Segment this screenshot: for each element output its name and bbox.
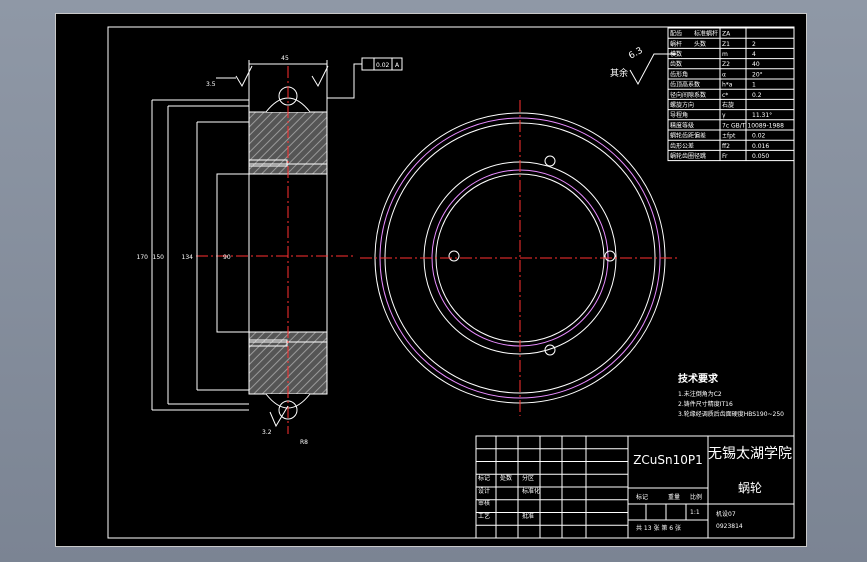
param-label: 精度等级: [670, 121, 694, 129]
tb-role: 标准化: [522, 487, 540, 495]
param-label: 径向间隙系数: [670, 91, 706, 99]
param-extra: 1: [752, 82, 756, 89]
param-extra: 4: [752, 51, 756, 58]
dim-big-d: 170: [137, 254, 149, 261]
param-label: 蜗杆: [670, 40, 682, 48]
param-label: 配齿: [670, 30, 682, 38]
param-sym: 头数: [694, 40, 706, 48]
drawing-frame: 45 3.5 0.02 A 170 150 134 90 3.2 R8 其余 6…: [55, 13, 807, 547]
param-label: 蜗轮齿距偏差: [670, 132, 706, 140]
material-label: ZCuSn10P1: [633, 453, 703, 467]
param-label: 导程角: [670, 111, 688, 119]
dim-bottom-tol: 3.2: [262, 429, 272, 436]
dim-mid-d: 150: [153, 254, 165, 261]
param-extra: 11.31°: [752, 112, 772, 119]
param-extra: 2: [752, 41, 756, 48]
param-val: Fr: [722, 153, 728, 160]
rest-finish-value: 6.3: [627, 46, 644, 62]
parameter-table: 配齿 标准蜗杆 ZA 蜗杆 头数 Z1 2 模数 m 4 齿数 Z2 40 齿形角 α 20° 齿顶高系数 h*a…: [667, 27, 795, 162]
dim-datum: A: [395, 62, 400, 69]
param-extra: 0.016: [752, 143, 769, 150]
stage-label: 标记: [636, 493, 648, 501]
param-val: ff2: [722, 143, 730, 150]
param-extra: 0.2: [752, 92, 762, 99]
dim-left-tol: 3.5: [206, 81, 216, 88]
finish-symbol: [629, 53, 676, 86]
param-label: 齿形公差: [670, 142, 694, 150]
param-label: 蜗轮齿圈径跳: [670, 152, 706, 160]
param-val: h*a: [722, 82, 733, 89]
dim-bore-d: 90: [223, 254, 231, 261]
tech-req-title: 技术要求: [678, 372, 719, 385]
param-label: 齿数: [670, 60, 682, 68]
param-val: Z2: [722, 61, 730, 68]
param-label: 齿顶高系数: [670, 81, 700, 89]
student-number: 0923814: [716, 523, 743, 530]
param-val: ZA: [722, 31, 731, 38]
inner-border: [107, 26, 795, 539]
param-table-border: [667, 27, 795, 162]
param-val: γ: [722, 112, 726, 119]
param-val: Z1: [722, 41, 730, 48]
scale-label: 比例: [690, 493, 702, 501]
tech-req-item-1: 1.未注倒角为C2: [678, 390, 722, 398]
param-sym: 标准蜗杆: [694, 30, 718, 38]
dim-bottom-right: R8: [300, 439, 308, 446]
tb-role: 处数: [500, 474, 512, 482]
rest-finish-label: 其余: [610, 67, 628, 79]
param-extra: 0.02: [752, 133, 766, 140]
class-label: 机设07: [716, 510, 736, 518]
section-view: [151, 57, 403, 434]
dim-width-top: 45: [281, 55, 289, 62]
param-val: m: [722, 51, 728, 58]
param-label: 螺旋方向: [670, 101, 694, 109]
school-name: 无锡太湖学院: [708, 446, 792, 462]
tech-req-item-2: 2.铸件尺寸精度IT16: [678, 400, 733, 408]
tb-role: 设计: [478, 487, 490, 495]
tb-role: 工艺: [478, 512, 490, 520]
part-name: 蜗轮: [738, 480, 762, 495]
param-val: 7c GB/T 10089-1988: [722, 122, 784, 129]
cad-drawing: 45 3.5 0.02 A 170 150 134 90 3.2 R8 其余 6…: [107, 26, 795, 539]
param-val: α: [722, 71, 726, 78]
tb-role: 批准: [522, 512, 534, 520]
param-val: 右旋: [722, 101, 734, 109]
tb-role: 标记: [478, 474, 490, 482]
param-label: 模数: [670, 50, 682, 58]
dim-inner-d: 134: [182, 254, 194, 261]
scale-value: 1:1: [690, 509, 700, 516]
param-extra: 40: [752, 61, 760, 68]
param-extra: 0.050: [752, 153, 769, 160]
sheet-count: 共 13 张 第 6 张: [636, 524, 681, 532]
param-extra: 20°: [752, 71, 763, 78]
param-label: 齿形角: [670, 70, 688, 78]
tb-role: 审核: [478, 499, 490, 507]
dim-tol-a: 0.02: [376, 62, 390, 69]
tech-req-item-3: 3.轮缘经调质后齿面硬度HBS190~250: [678, 410, 784, 418]
front-view: [360, 100, 680, 416]
weight-label: 重量: [668, 493, 680, 501]
tb-role: 分区: [522, 474, 534, 482]
param-val: c*: [722, 92, 728, 99]
param-val: ±fpt: [722, 133, 736, 140]
